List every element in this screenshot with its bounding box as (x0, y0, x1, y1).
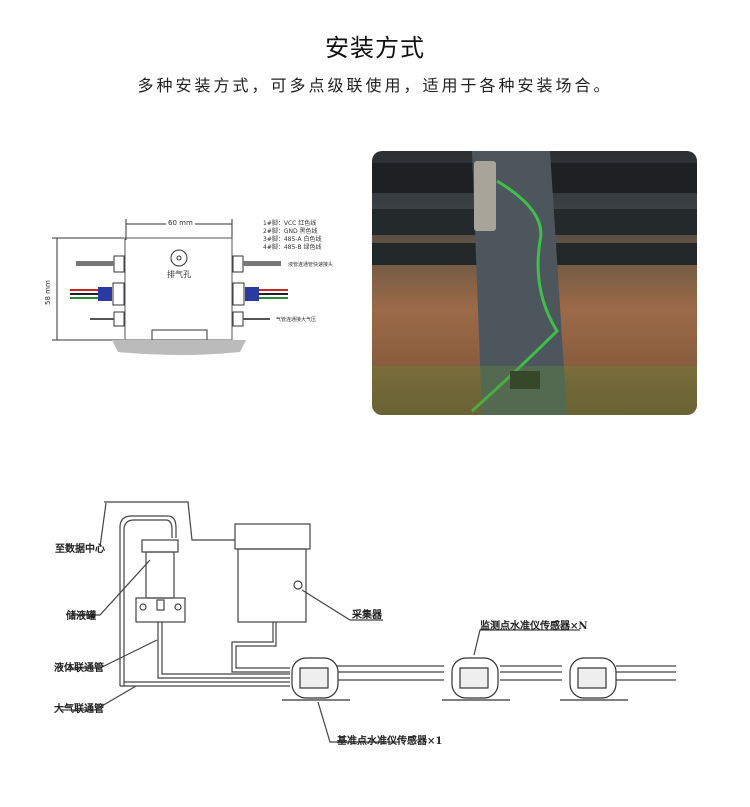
page-title: 安装方式 (325, 34, 425, 62)
pin-list: 1#脚：VCC 红色线 2#脚：GND 黑色线 3#脚：485-A 白色线 4#… (263, 220, 322, 252)
monitor-sensor (560, 657, 628, 701)
reservoir-label: 储液罐 (66, 611, 96, 622)
width-dimension: 60 mm (166, 219, 195, 227)
installation-photo (372, 151, 697, 415)
pin-item: 1#脚：VCC 红色线 (263, 220, 317, 227)
monitor-sensor-label: 监测点水准仪传感器×N (480, 621, 588, 632)
liquid-pipe-label: 液体联通管 (54, 663, 104, 674)
monitor-sensor (442, 657, 510, 701)
page-subtitle: 多种安装方式，可多点级联使用，适用于各种安装场合。 (137, 76, 613, 95)
pin-item: 3#脚：485-A 白色线 (263, 236, 322, 243)
to-data-center-label: 至数据中心 (55, 544, 105, 555)
vent-label: 排气孔 (167, 270, 191, 279)
reference-sensor (282, 657, 350, 701)
pin-item: 4#脚：485-B 绿色线 (263, 244, 322, 251)
air-note: 气管连通接大气压 (276, 317, 317, 323)
photo-illustration (372, 151, 697, 415)
air-pipe-label: 大气联通管 (54, 704, 104, 715)
pin-item: 2#脚：GND 黑色线 (263, 228, 318, 235)
collector-label: 采集器 (352, 610, 382, 621)
reference-sensor-label: 基准点水准仪传感器×1 (337, 736, 443, 747)
liquid-note: 液管连通管快速接头 (288, 262, 334, 268)
